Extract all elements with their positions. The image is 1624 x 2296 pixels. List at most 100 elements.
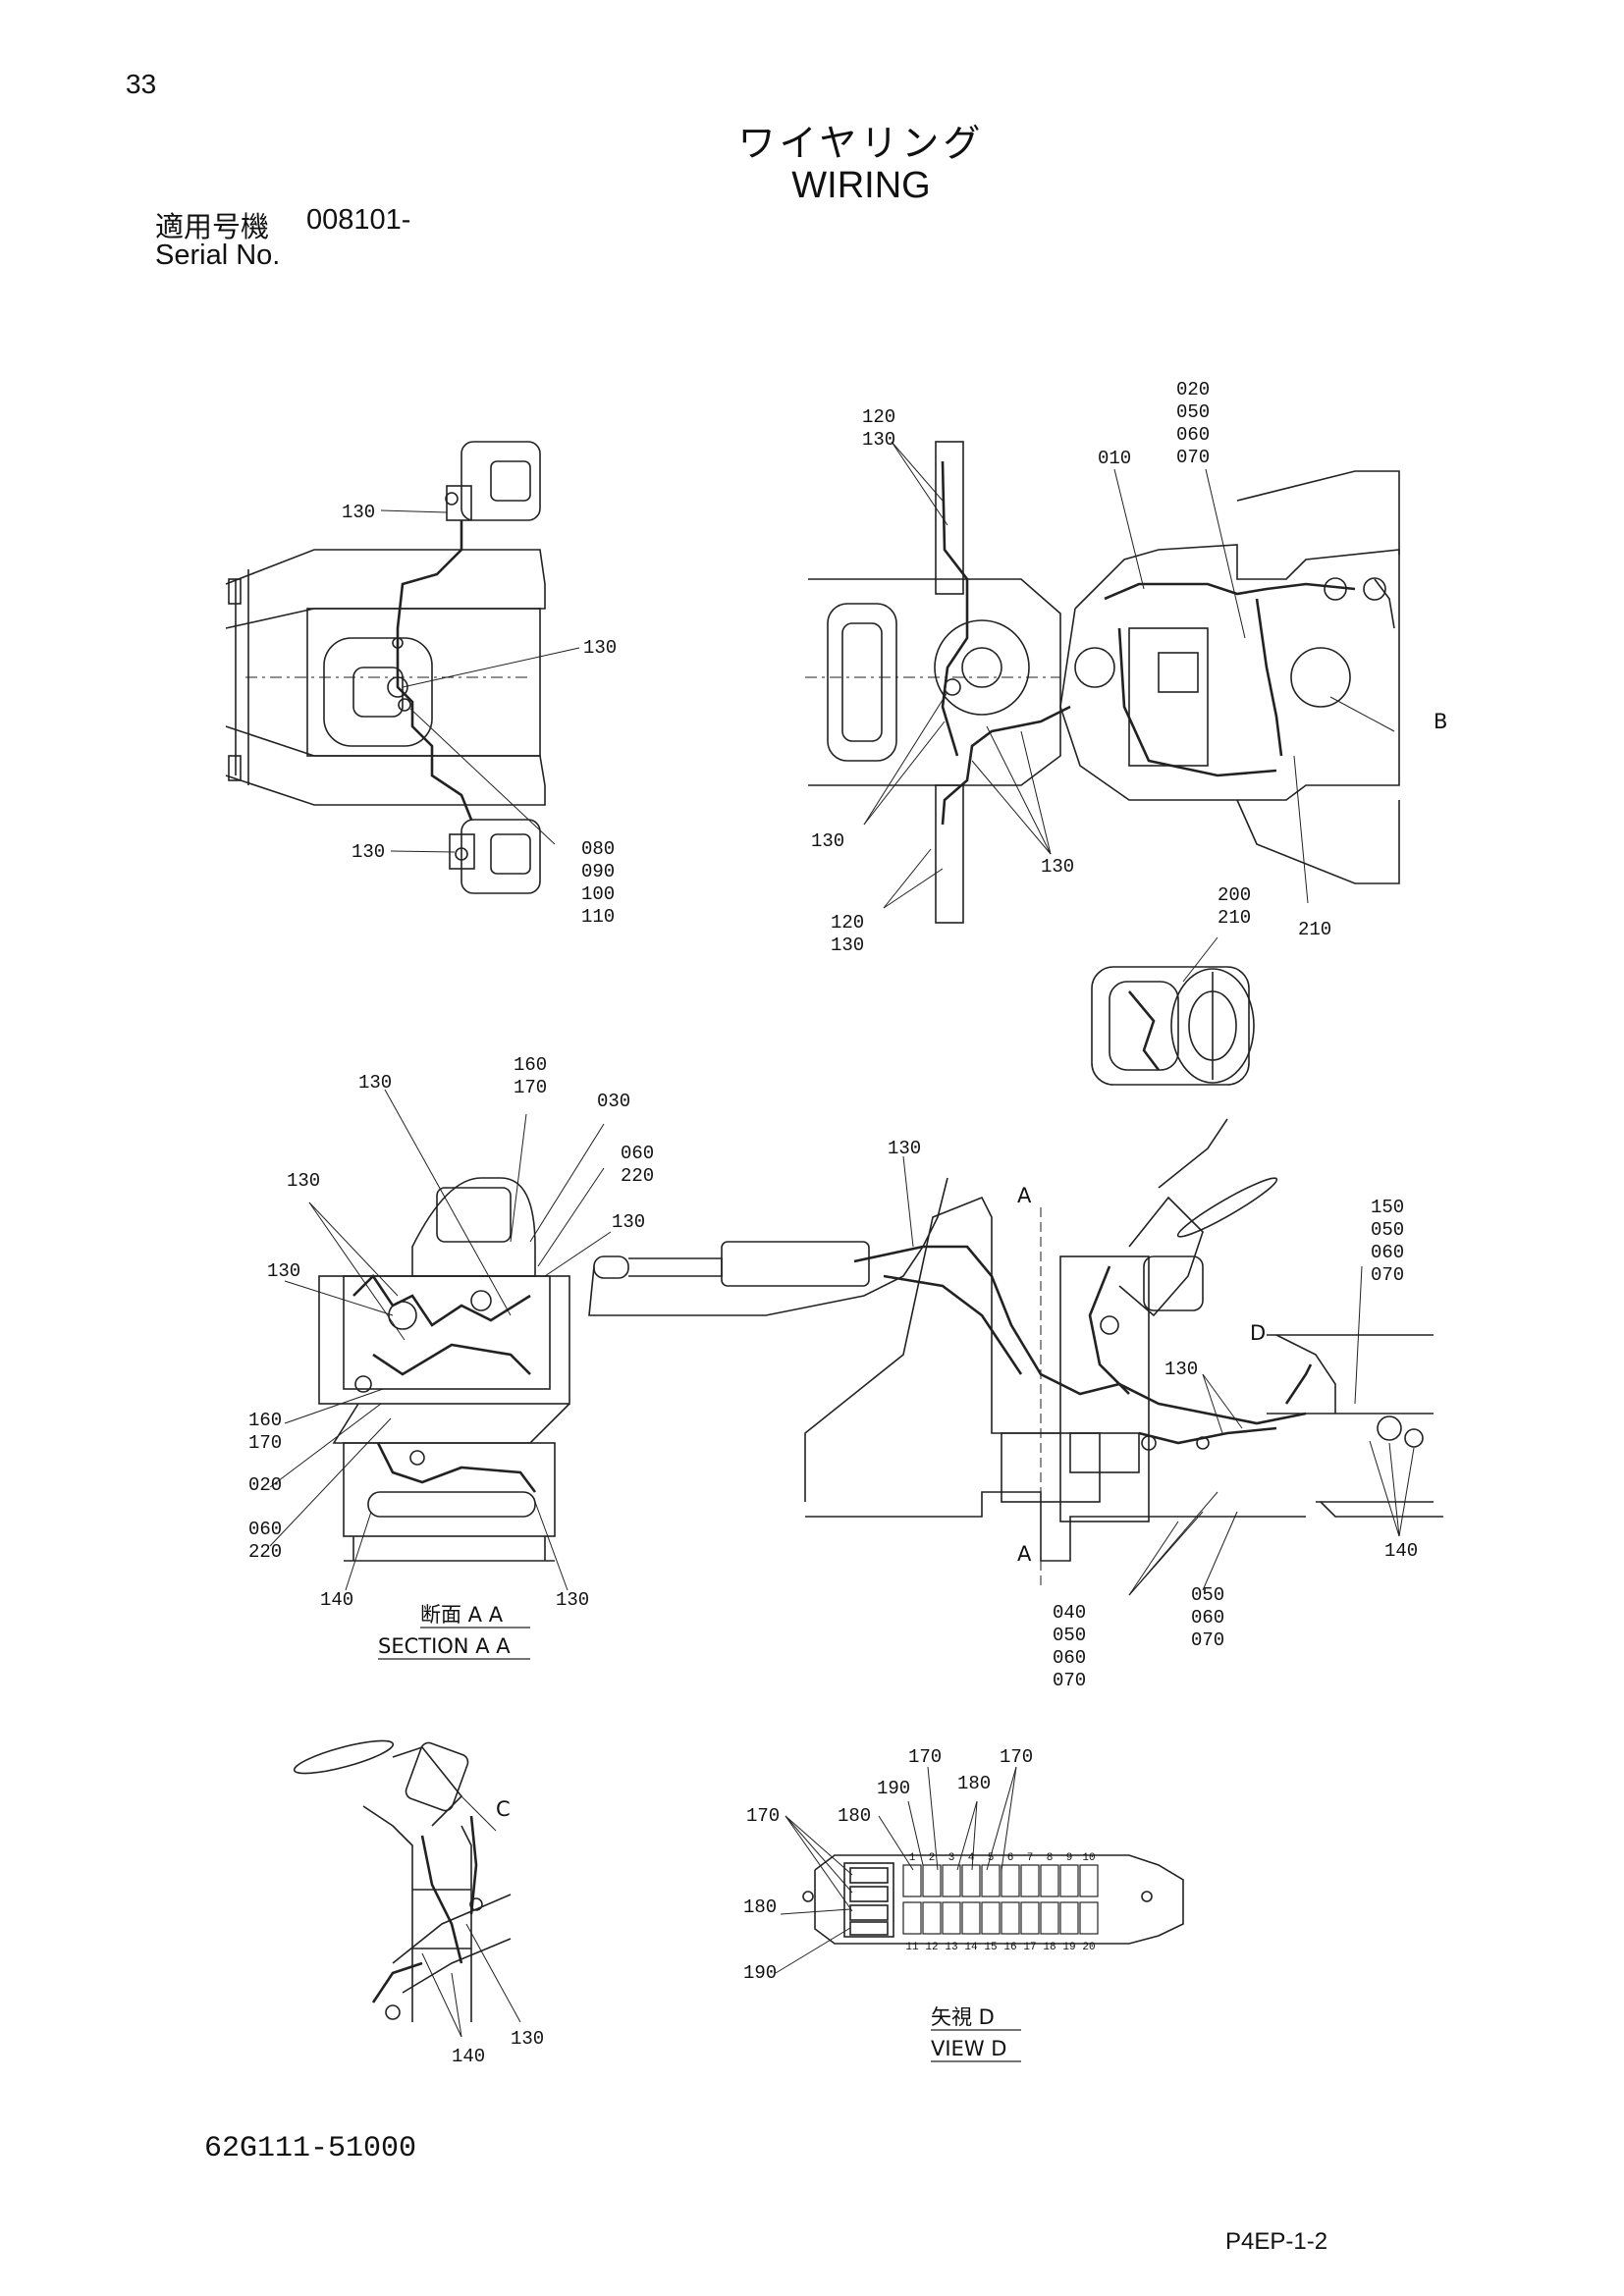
callout-130: 130 [352,841,385,863]
callout-170: 170 [908,1746,942,1768]
callout-130: 130 [612,1211,645,1233]
callout-200: 200 [1218,884,1251,906]
sheet-id: P4EP-1-2 [1225,2228,1328,2255]
callout-010: 010 [1098,448,1131,469]
callout-060: 060 [1191,1607,1224,1629]
fuse-number-7: 7 [1027,1852,1034,1864]
callout-060: 060 [1176,424,1210,446]
section-aa-caption-jp: 断面 A A [420,1603,504,1627]
callout-070: 070 [1053,1670,1086,1691]
callout-070: 070 [1191,1629,1224,1651]
fuse-number-17: 17 [1023,1942,1036,1953]
callout-170: 170 [746,1805,780,1827]
callout-170: 170 [248,1432,282,1454]
callout-180: 180 [743,1896,777,1918]
callout-130: 130 [811,830,844,852]
callout-170: 170 [514,1077,547,1098]
view-d-caption-en: VIEW D [931,2037,1006,2060]
fuse-number-15: 15 [984,1942,997,1953]
fuse-number-4: 4 [968,1852,975,1864]
callout-100: 100 [581,883,615,905]
view-label-a: A [1017,1184,1032,1207]
callout-060: 060 [248,1519,282,1540]
callout-130: 130 [511,2028,544,2050]
title-english: WIRING [791,165,931,206]
callout-060: 060 [1371,1242,1404,1263]
side-elevation-view [588,1118,1443,1590]
callout-140: 140 [452,2046,485,2067]
callout-130: 130 [556,1589,589,1611]
callout-050: 050 [1371,1219,1404,1241]
callout-210: 210 [1218,907,1251,929]
upper-left-top-view [225,441,546,894]
view-d-fuse-box [802,1854,1184,1945]
callout-140: 140 [1384,1540,1418,1562]
callout-160: 160 [248,1410,282,1431]
callout-180: 180 [838,1805,871,1827]
callout-170: 170 [1000,1746,1033,1768]
part-number: 62G111-51000 [204,2132,417,2165]
fuse-number-6: 6 [1007,1852,1014,1864]
view-c-detail [293,1739,512,2022]
fuse-number-11: 11 [905,1942,919,1953]
callout-labels: 130 130 130 080 090 100 110 120 130 010 … [248,379,1447,2067]
fuse-number-3: 3 [948,1852,955,1864]
callout-130: 130 [358,1072,392,1094]
callout-050: 050 [1176,401,1210,423]
callout-120: 120 [862,406,895,428]
fuse-number-10: 10 [1082,1852,1095,1864]
callout-130: 130 [583,637,617,659]
callout-110: 110 [581,906,615,928]
callout-190: 190 [743,1962,777,1984]
callout-130: 130 [1041,856,1074,878]
leader-lines [269,441,1415,2038]
fuse-number-labels: 1 2 3 4 5 6 7 8 9 10 11 12 13 14 15 16 1… [905,1852,1095,1953]
view-label-b: B [1434,710,1447,733]
fuse-number-8: 8 [1047,1852,1054,1864]
fuse-number-9: 9 [1066,1852,1073,1864]
fuse-number-18: 18 [1043,1942,1056,1953]
callout-050: 050 [1053,1625,1086,1646]
callout-080: 080 [581,838,615,860]
callout-120: 120 [831,912,864,934]
callout-060: 060 [621,1143,654,1164]
serial-label-japanese: 適用号機 [155,210,270,243]
callout-190: 190 [877,1778,910,1799]
upper-right-top-view [805,441,1400,924]
callout-130: 130 [1164,1359,1198,1380]
serial-label-english: Serial No. [155,240,281,271]
fuse-number-16: 16 [1003,1942,1016,1953]
fuse-number-12: 12 [925,1942,938,1953]
view-label-a: A [1017,1542,1032,1566]
callout-210: 210 [1298,919,1331,940]
callout-130: 130 [342,502,375,523]
callout-130: 130 [888,1138,921,1159]
callout-150: 150 [1371,1197,1404,1218]
callout-070: 070 [1371,1264,1404,1286]
callout-060: 060 [1053,1647,1086,1669]
view-label-d: D [1250,1321,1266,1345]
callout-070: 070 [1176,447,1210,468]
callout-040: 040 [1053,1602,1086,1624]
callout-140: 140 [320,1589,353,1611]
callout-130: 130 [831,934,864,956]
callout-130: 130 [287,1170,320,1192]
fuse-number-19: 19 [1062,1942,1075,1953]
section-aa-caption-en: SECTION A A [378,1634,511,1658]
section-aa-view [318,1177,570,1562]
fuse-number-2: 2 [929,1852,936,1864]
callout-090: 090 [581,861,615,882]
callout-020: 020 [248,1474,282,1496]
title-japanese: ワイヤリング [737,122,985,165]
page-number: 33 [126,69,157,99]
steering-inset-view [1091,966,1255,1086]
callout-050: 050 [1191,1584,1224,1606]
callout-220: 220 [621,1165,654,1187]
fuse-number-13: 13 [945,1942,957,1953]
callout-160: 160 [514,1054,547,1076]
callout-020: 020 [1176,379,1210,400]
view-label-c: C [496,1797,511,1821]
fuse-slots [902,1864,1099,1935]
callout-130: 130 [862,429,895,451]
